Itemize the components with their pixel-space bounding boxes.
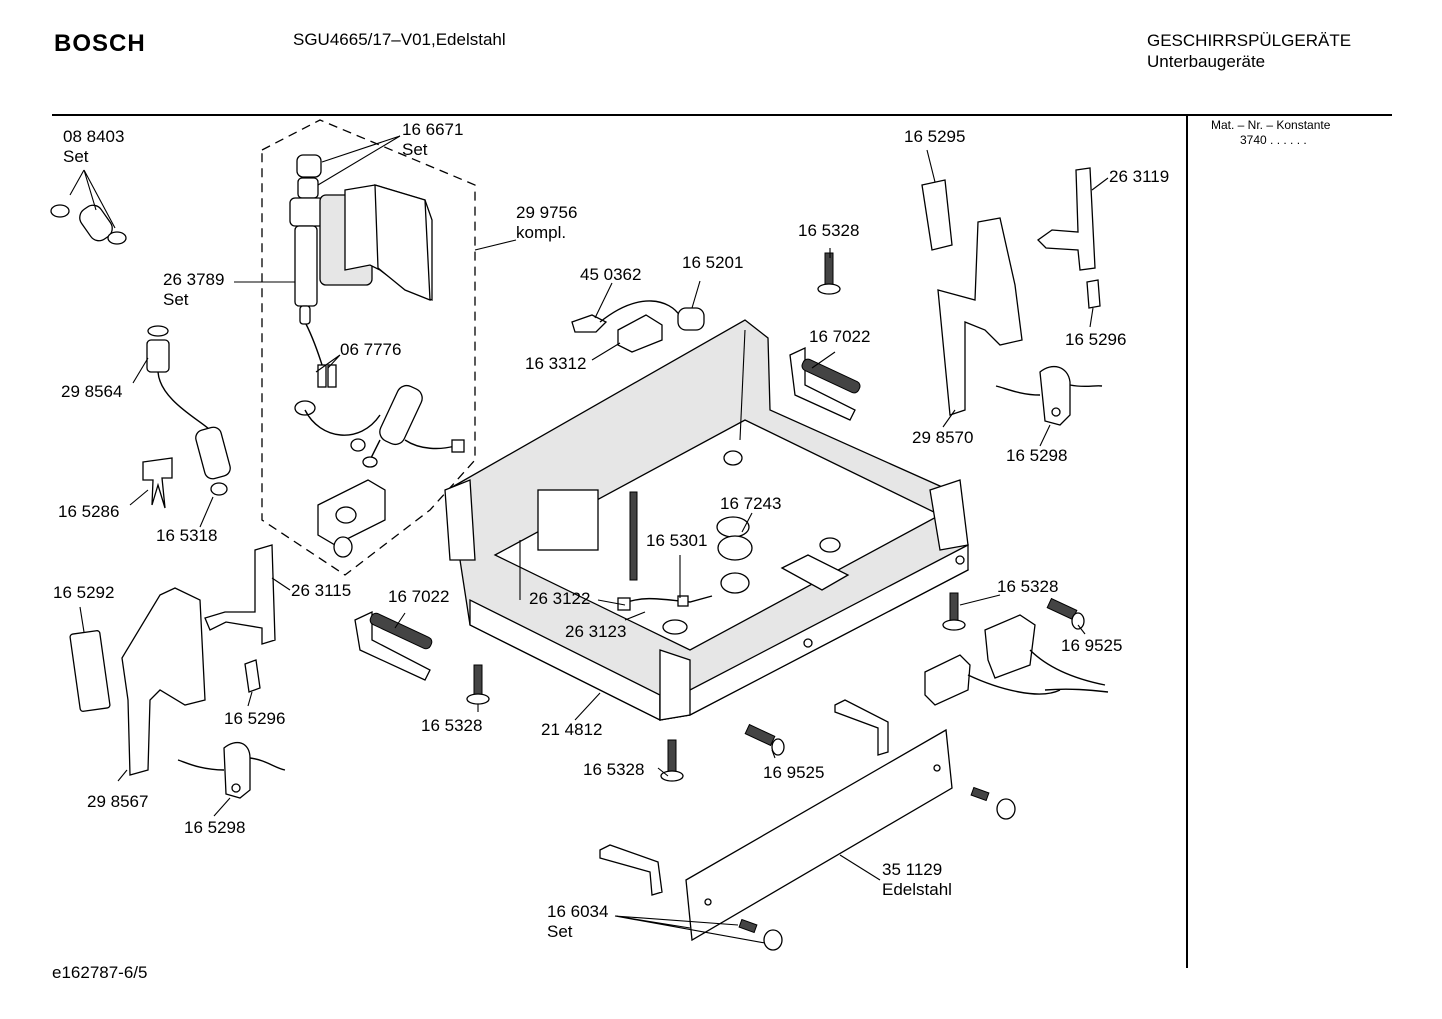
panel-screw-cap-left — [738, 918, 783, 951]
hose-with-clamps-part — [50, 204, 127, 245]
label-165298-left: 16 5298 — [184, 818, 246, 837]
material-constant-value: 3740 . . . . . . — [1240, 133, 1307, 147]
label-165296-right: 16 5296 — [1065, 330, 1127, 349]
screw-165328-b — [660, 739, 684, 782]
label-165328-top: 16 5328 — [798, 221, 860, 240]
screw-165328-right — [942, 592, 966, 631]
label-263122: 26 3122 — [529, 589, 591, 608]
label-165328-b: 16 5328 — [583, 760, 645, 779]
material-constant-box: Mat. – Nr. – Konstante 3740 . . . . . . — [1211, 118, 1330, 148]
label-167022-left: 16 7022 — [388, 587, 450, 606]
label-165318: 16 5318 — [156, 526, 218, 545]
brand-logo: BOSCH — [54, 30, 146, 57]
screw-169525-a — [744, 723, 785, 756]
label-165292: 16 5292 — [53, 583, 115, 602]
category-heading: GESCHIRRSPÜLGERÄTE Unterbaugeräte — [1147, 30, 1351, 72]
category-line-2: Unterbaugeräte — [1147, 52, 1266, 71]
right-side-rail-assembly — [921, 167, 1103, 426]
label-165296-left: 16 5296 — [224, 709, 286, 728]
label-214812: 21 4812 — [541, 720, 603, 739]
category-line-1: GESCHIRRSPÜLGERÄTE — [1147, 31, 1352, 50]
screw-165328-a — [466, 664, 490, 705]
connector-harness — [924, 614, 1109, 706]
label-165295: 16 5295 — [904, 127, 966, 146]
label-163312: 16 3312 — [525, 354, 587, 373]
hinge-spring-left — [354, 610, 433, 681]
base-tub-part — [444, 319, 969, 722]
screw-165328-top — [817, 252, 841, 295]
label-165328-right: 16 5328 — [997, 577, 1059, 596]
drawing-id: e162787-6/5 — [52, 963, 148, 982]
label-298564: 29 8564 — [61, 382, 123, 401]
label-263123: 26 3123 — [565, 622, 627, 641]
label-067776: 06 7776 — [340, 340, 402, 359]
hinge-spring-right — [789, 346, 861, 421]
label-450362: 45 0362 — [580, 265, 642, 284]
label-167243: 16 7243 — [720, 494, 782, 513]
label-298567: 29 8567 — [87, 792, 149, 811]
label-165201: 16 5201 — [682, 253, 744, 272]
panel-screw-cap-right — [970, 786, 1016, 820]
kick-panel-part — [685, 728, 953, 942]
panel-bracket-right — [834, 699, 889, 756]
screw-169525-b — [1046, 597, 1085, 630]
leader-lines — [69, 135, 1109, 944]
drain-hose-part — [146, 325, 231, 496]
bracket-in-kit — [317, 479, 386, 558]
label-165301: 16 5301 — [646, 531, 708, 550]
label-165328-a: 16 5328 — [421, 716, 483, 735]
label-167022-right: 16 7022 — [809, 327, 871, 346]
label-298570: 29 8570 — [912, 428, 974, 447]
left-side-rail-assembly — [69, 544, 286, 799]
float-switch-assembly — [617, 595, 713, 611]
valve-cover-part — [344, 184, 433, 301]
label-165286: 16 5286 — [58, 502, 120, 521]
label-263119: 26 3119 — [1109, 167, 1170, 186]
header-divider — [52, 114, 1392, 116]
label-165298-right: 16 5298 — [1006, 446, 1068, 465]
panel-bracket-left — [599, 844, 663, 896]
interference-filter-assembly — [571, 300, 705, 353]
label-169525-b: 16 9525 — [1061, 636, 1123, 655]
label-169525-a: 16 9525 — [763, 763, 825, 782]
sidebar-divider — [1186, 116, 1188, 968]
label-263115: 26 3115 — [291, 581, 352, 600]
model-number: SGU4665/17–V01,Edelstahl — [293, 30, 506, 49]
hose-clip-part — [142, 457, 173, 509]
material-constant-label: Mat. – Nr. – Konstante — [1211, 118, 1331, 132]
kit-boundary-dashed — [261, 119, 476, 576]
inlet-hose-spiral — [304, 384, 465, 468]
